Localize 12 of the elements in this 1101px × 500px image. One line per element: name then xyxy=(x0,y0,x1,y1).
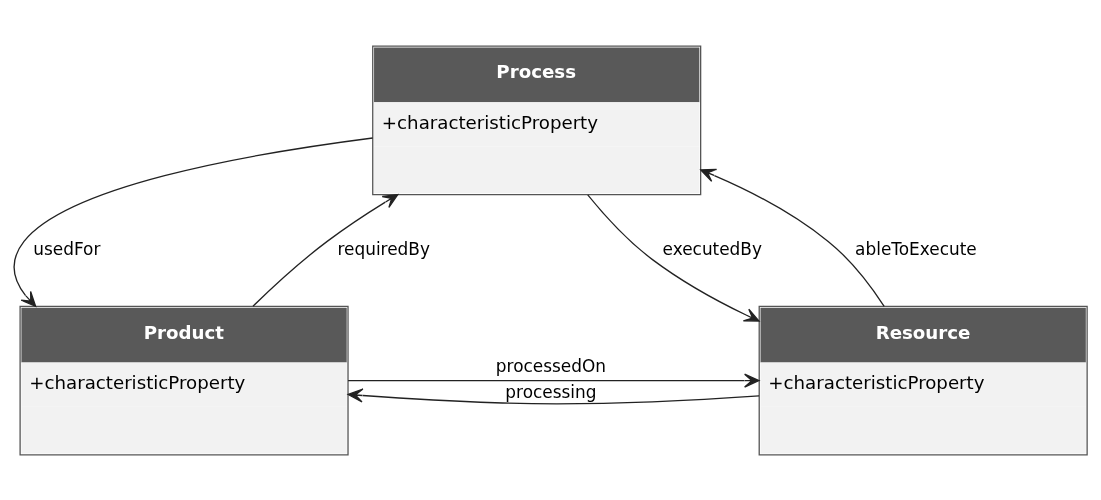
arrow xyxy=(347,387,760,404)
edge-label: processing xyxy=(505,381,597,402)
edge-label: requiredBy xyxy=(337,238,430,259)
arrow xyxy=(252,193,399,307)
edge-label: executedBy xyxy=(662,238,762,259)
edge-label: processedOn xyxy=(495,355,606,376)
arrow xyxy=(587,193,760,322)
arrow xyxy=(13,136,374,307)
edge-label: usedFor xyxy=(33,238,101,259)
arrow xyxy=(700,168,885,307)
edge-label: ableToExecute xyxy=(855,238,977,259)
arrow xyxy=(347,373,760,388)
